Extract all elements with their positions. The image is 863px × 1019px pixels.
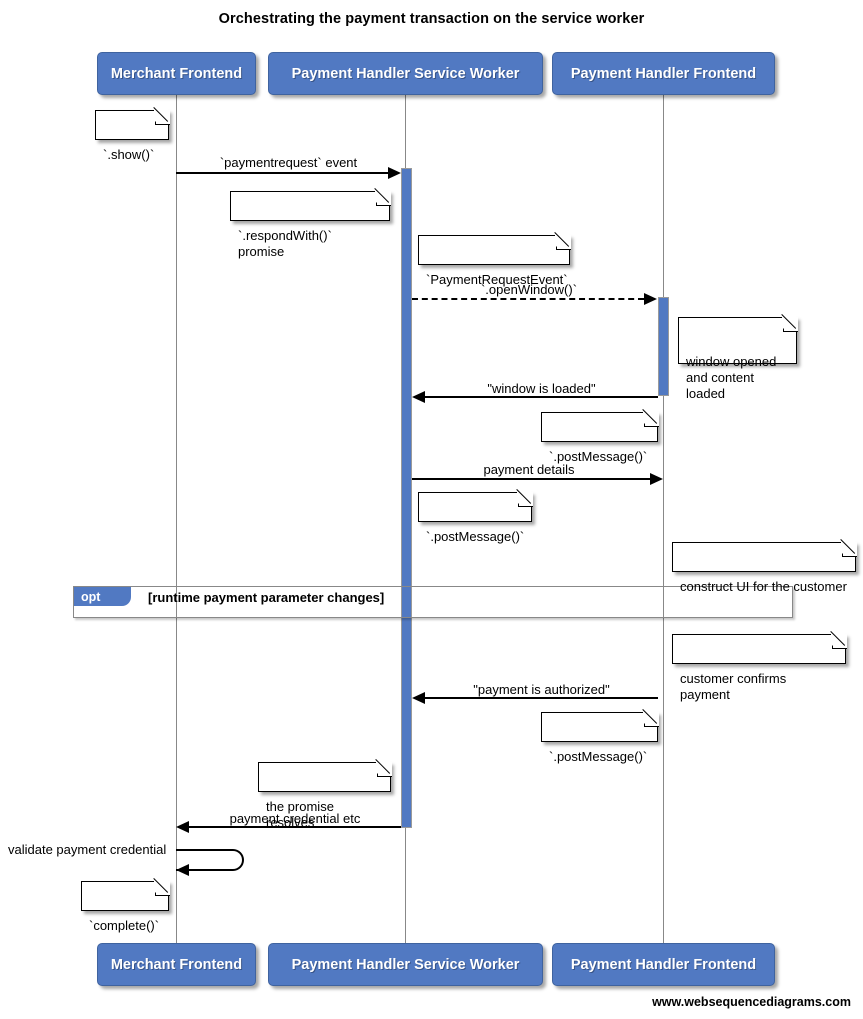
- note-fold-icon: [555, 233, 571, 250]
- note-text: `.postMessage()`: [426, 529, 525, 544]
- message-self-loop-validate-payment-credential: [176, 849, 244, 871]
- note-window-opened-and-content-loaded: window opened and content loaded: [678, 315, 798, 401]
- participant-payment-handler-frontend-top[interactable]: Payment Handler Frontend: [552, 52, 775, 95]
- participant-label: Payment Handler Frontend: [570, 956, 757, 973]
- message-line-paymentrequest-event: [176, 172, 388, 174]
- message-line-payment-details: [412, 478, 650, 480]
- note-fold-icon: [831, 632, 847, 649]
- participant-label: Merchant Frontend: [110, 65, 243, 82]
- note-fold-icon: [643, 710, 659, 727]
- message-label-payment-details: payment details: [483, 462, 575, 477]
- note-text: `.respondWith()` promise: [238, 228, 332, 259]
- message-label-payment-is-authorized: "payment is authorized": [473, 682, 610, 697]
- note-text: `.postMessage()`: [549, 749, 648, 764]
- message-label-open-window: `.openWindow()`: [480, 282, 578, 297]
- note-fold-icon: [841, 540, 857, 557]
- note-fold-icon: [643, 410, 659, 427]
- note-fold-icon: [517, 490, 533, 507]
- message-label-window-is-loaded: "window is loaded": [487, 381, 596, 396]
- message-label-paymentrequest-event: `paymentrequest` event: [219, 155, 358, 170]
- fragment-kind-label: opt: [81, 589, 101, 604]
- note-fold-icon: [782, 315, 798, 332]
- fragment-opt-condition: [runtime payment parameter changes]: [148, 590, 385, 605]
- note-construct-ui-for-customer: construct UI for the customer: [672, 540, 857, 594]
- note-text: construct UI for the customer: [680, 579, 847, 594]
- message-line-payment-is-authorized: [425, 697, 658, 699]
- note-the-promise-resolves: the promise resolves: [258, 760, 392, 830]
- participant-label: Payment Handler Service Worker: [291, 956, 520, 973]
- note-text: customer confirms payment: [680, 671, 787, 702]
- arrow-head-window-is-loaded: [412, 391, 425, 403]
- note-text: window opened and content loaded: [686, 354, 777, 401]
- note-text: the promise resolves: [266, 799, 334, 830]
- arrow-head-payment-details: [650, 473, 663, 485]
- arrow-head-payment-credential-etc: [176, 821, 189, 833]
- participant-label: Payment Handler Service Worker: [291, 65, 520, 82]
- message-line-window-is-loaded: [425, 396, 658, 398]
- participant-service-worker-bottom[interactable]: Payment Handler Service Worker: [268, 943, 543, 986]
- message-line-open-window: [412, 298, 644, 300]
- participant-payment-handler-frontend-bottom[interactable]: Payment Handler Frontend: [552, 943, 775, 986]
- message-label-payment-credential-etc: payment credential etc: [229, 811, 361, 826]
- note-post-message-phf: `.postMessage()`: [541, 710, 659, 764]
- arrow-head-paymentrequest-event: [388, 167, 401, 179]
- note-post-message-sw-bottom: `.postMessage()`: [418, 490, 533, 544]
- message-label-validate-payment-credential: validate payment credential: [8, 842, 167, 857]
- lifeline-merchant: [176, 95, 177, 943]
- participant-merchant-frontend-top[interactable]: Merchant Frontend: [97, 52, 256, 95]
- fragment-opt-tab: opt: [74, 587, 131, 606]
- arrow-head-payment-is-authorized: [412, 692, 425, 704]
- note-post-message-sw-top: `.postMessage()`: [541, 410, 659, 464]
- fragment-opt-runtime-changes: [73, 586, 793, 618]
- lifeline-payment-handler-frontend: [663, 95, 664, 943]
- arrow-head-open-window: [644, 293, 657, 305]
- note-fold-icon: [154, 108, 170, 125]
- participant-label: Payment Handler Frontend: [570, 65, 757, 82]
- note-fold-icon: [376, 760, 392, 777]
- participant-merchant-frontend-bottom[interactable]: Merchant Frontend: [97, 943, 256, 986]
- activation-bar-service-worker: [401, 168, 412, 828]
- note-text: `complete()`: [89, 918, 160, 933]
- note-text: `.show()`: [103, 147, 155, 162]
- note-respond-with-promise: `.respondWith()` promise: [230, 189, 391, 259]
- footer-credit: www.websequencediagrams.com: [652, 995, 851, 1009]
- note-complete: `complete()`: [81, 879, 170, 933]
- note-show: `.show()`: [95, 108, 170, 162]
- participant-service-worker-top[interactable]: Payment Handler Service Worker: [268, 52, 543, 95]
- arrow-head-validate-payment-credential: [176, 864, 189, 876]
- note-text: `.postMessage()`: [549, 449, 648, 464]
- page-title: Orchestrating the payment transaction on…: [218, 11, 645, 27]
- note-text: `PaymentRequestEvent`: [426, 272, 568, 287]
- participant-label: Merchant Frontend: [110, 956, 243, 973]
- activation-bar-payment-handler-frontend: [658, 297, 669, 396]
- note-fold-icon: [154, 879, 170, 896]
- message-line-payment-credential-etc: [189, 826, 401, 828]
- note-fold-icon: [375, 189, 391, 206]
- note-payment-request-event: `PaymentRequestEvent`: [418, 233, 571, 287]
- note-customer-confirms-payment: customer confirms payment: [672, 632, 847, 702]
